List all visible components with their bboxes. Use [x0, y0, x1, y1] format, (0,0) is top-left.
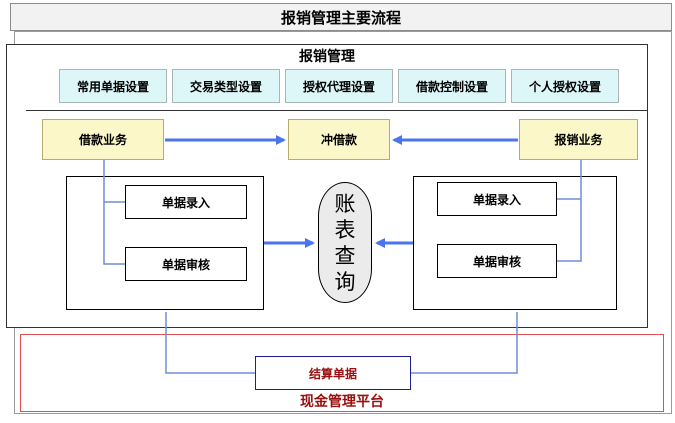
common-documents-setting: 常用单据设置 [59, 69, 167, 103]
account-report-query: 账 表 查 询 [318, 182, 372, 303]
connector-loan-docs [103, 160, 125, 265]
query-char-1: 账 [334, 191, 356, 216]
reimbursement-business-box: 报销业务 [519, 119, 638, 160]
panel-divider [26, 110, 648, 111]
loan-control-setting: 借款控制设置 [398, 69, 506, 103]
connector-right-to-settlement [411, 312, 518, 374]
loan-business-box: 借款业务 [42, 119, 164, 160]
panel-title: 报销管理 [299, 49, 355, 65]
offset-loan-box: 冲借款 [288, 119, 390, 160]
query-char-3: 查 [334, 243, 356, 268]
loan-doc-entry-box: 单据录入 [125, 185, 247, 219]
cash-platform-label: 现金管理平台 [300, 394, 384, 410]
settlement-document-box: 结算单据 [255, 356, 411, 390]
reimburse-doc-entry-box: 单据录入 [437, 182, 557, 216]
query-char-4: 询 [334, 269, 356, 294]
query-char-2: 表 [334, 217, 356, 242]
connector-reimburse-docs [557, 160, 582, 262]
reimburse-doc-review-box: 单据审核 [437, 244, 557, 278]
personal-authorization-setting: 个人授权设置 [511, 69, 619, 103]
loan-doc-review-box: 单据审核 [125, 247, 247, 281]
diagram-title: 报销管理主要流程 [10, 3, 672, 31]
transaction-type-setting: 交易类型设置 [172, 69, 280, 103]
authorization-proxy-setting: 授权代理设置 [285, 69, 393, 103]
connector-left-to-settlement [165, 312, 255, 374]
